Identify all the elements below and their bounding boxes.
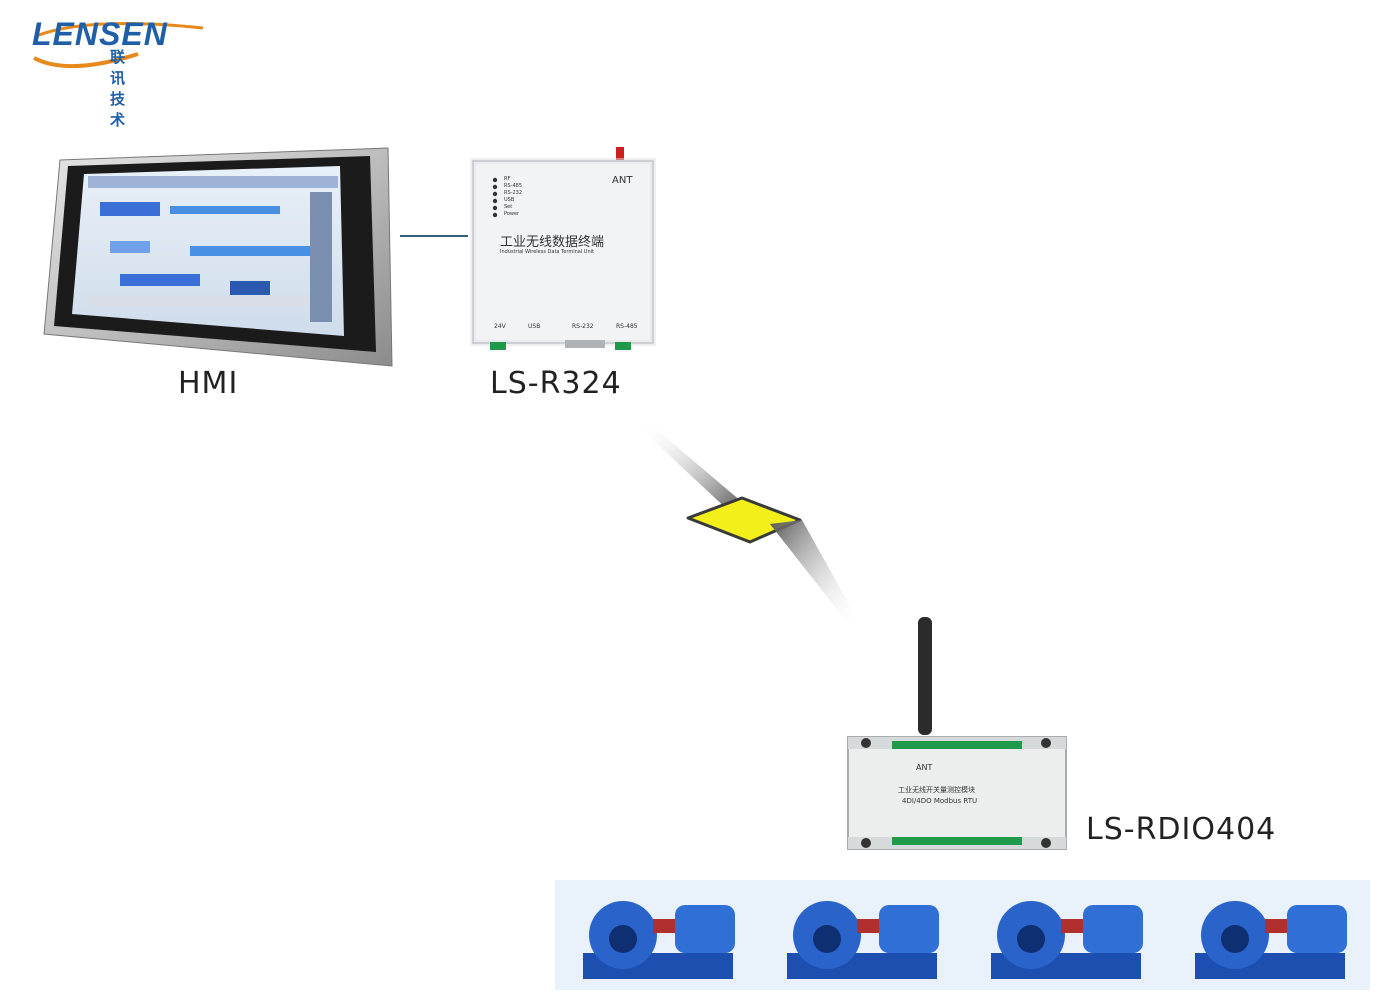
logo-subtitle: 联讯技术 bbox=[110, 48, 128, 129]
pump-row bbox=[555, 880, 1370, 990]
io-module-icon bbox=[847, 617, 1067, 850]
device-title-cn: 工业无线数据终端 bbox=[500, 235, 605, 250]
indicator-power: Power bbox=[504, 211, 520, 217]
port-label-rs485: RS-485 bbox=[616, 323, 638, 330]
ant-port-label: ANT bbox=[612, 175, 633, 186]
module-title-cn: 工业无线开关量测控模块 bbox=[898, 786, 975, 794]
ant-port-label: ANT bbox=[916, 763, 933, 772]
water-pump-icon bbox=[583, 901, 735, 979]
hmi-device bbox=[40, 146, 400, 376]
indicator-rf: RF bbox=[504, 176, 511, 182]
indicator-list: RF RS-485 RS-232 USB Set Power bbox=[504, 176, 522, 218]
port-label-rs232: RS-232 bbox=[572, 323, 594, 330]
indicator-rs232: RS-232 bbox=[504, 190, 522, 196]
water-pump-icon bbox=[787, 901, 939, 979]
device-title-en: Industrial Wireless Data Terminal Unit bbox=[500, 249, 594, 255]
logo-swoosh-icon bbox=[33, 22, 204, 69]
hmi-label: HMI bbox=[178, 366, 239, 401]
indicator-usb: USB bbox=[504, 197, 515, 203]
port-label-usb: USB bbox=[528, 323, 541, 330]
ls-r324-device: ANT RF RS-485 RS-232 USB Set Power 工业无线数… bbox=[470, 145, 660, 355]
data-terminal-icon bbox=[470, 147, 656, 350]
ls-r324-label: LS-R324 bbox=[490, 366, 622, 401]
cable-line bbox=[400, 235, 468, 237]
lightning-bolt-icon bbox=[640, 424, 858, 626]
indicator-rs485: RS-485 bbox=[504, 183, 522, 189]
port-label-24v: 24V bbox=[494, 323, 506, 330]
ls-rdio404-device: ANT 工业无线开关量测控模块 4DI/4DO Modbus RTU bbox=[846, 615, 1068, 851]
indicator-set: Set bbox=[504, 204, 513, 210]
water-pump-icon bbox=[1195, 901, 1347, 979]
hmi-panel-icon bbox=[43, 147, 393, 367]
logo-brand-text: LENSEN bbox=[32, 16, 168, 52]
ls-rdio404-label: LS-RDIO404 bbox=[1086, 812, 1277, 847]
water-pump-icon bbox=[991, 901, 1143, 979]
module-title-en: 4DI/4DO Modbus RTU bbox=[902, 797, 978, 805]
